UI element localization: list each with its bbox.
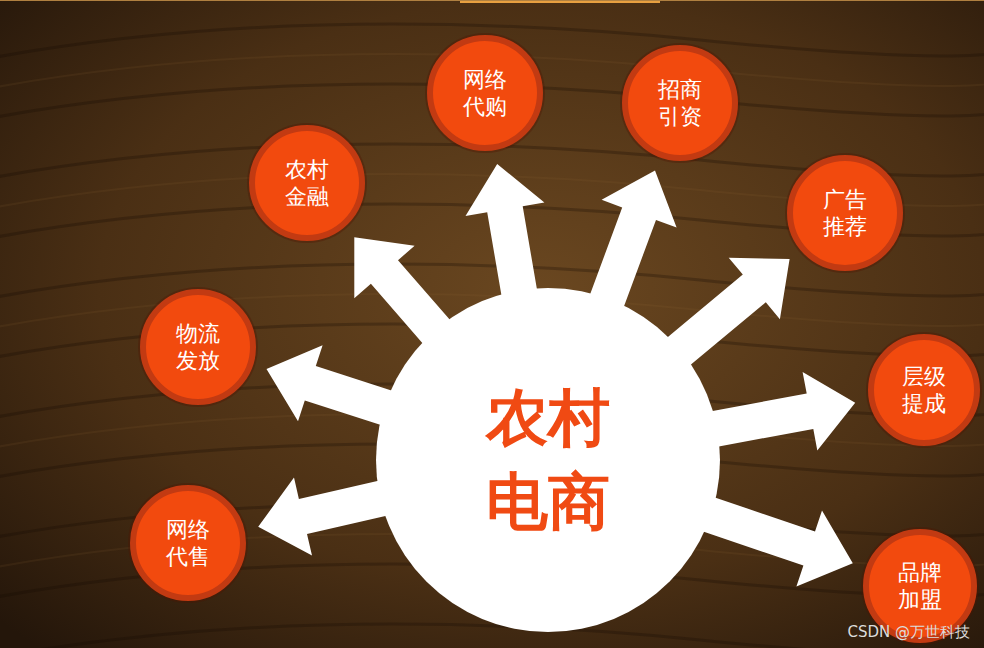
feature-circle: 网络 代购 — [427, 35, 543, 151]
feature-label: 网络 代售 — [163, 516, 214, 571]
feature-circle: 网络 代售 — [130, 485, 246, 601]
feature-circle: 层级 提成 — [868, 334, 980, 446]
center-title: 农村 电商 — [477, 376, 620, 543]
feature-label: 层级 提成 — [899, 363, 950, 418]
feature-label: 招商 引资 — [655, 76, 706, 131]
center-circle: 农村 电商 — [376, 288, 720, 632]
feature-label: 品牌 加盟 — [895, 559, 946, 614]
feature-label: 广告 推荐 — [820, 186, 871, 241]
feature-circle: 广告 推荐 — [787, 155, 903, 271]
feature-label: 物流 发放 — [173, 320, 224, 375]
feature-circle: 招商 引资 — [622, 45, 738, 161]
feature-label: 网络 代购 — [460, 66, 511, 121]
feature-label: 农村 金融 — [282, 156, 333, 211]
watermark: CSDN @万世科技 — [847, 623, 970, 642]
feature-circle: 物流 发放 — [140, 289, 256, 405]
feature-circle: 农村 金融 — [249, 125, 365, 241]
